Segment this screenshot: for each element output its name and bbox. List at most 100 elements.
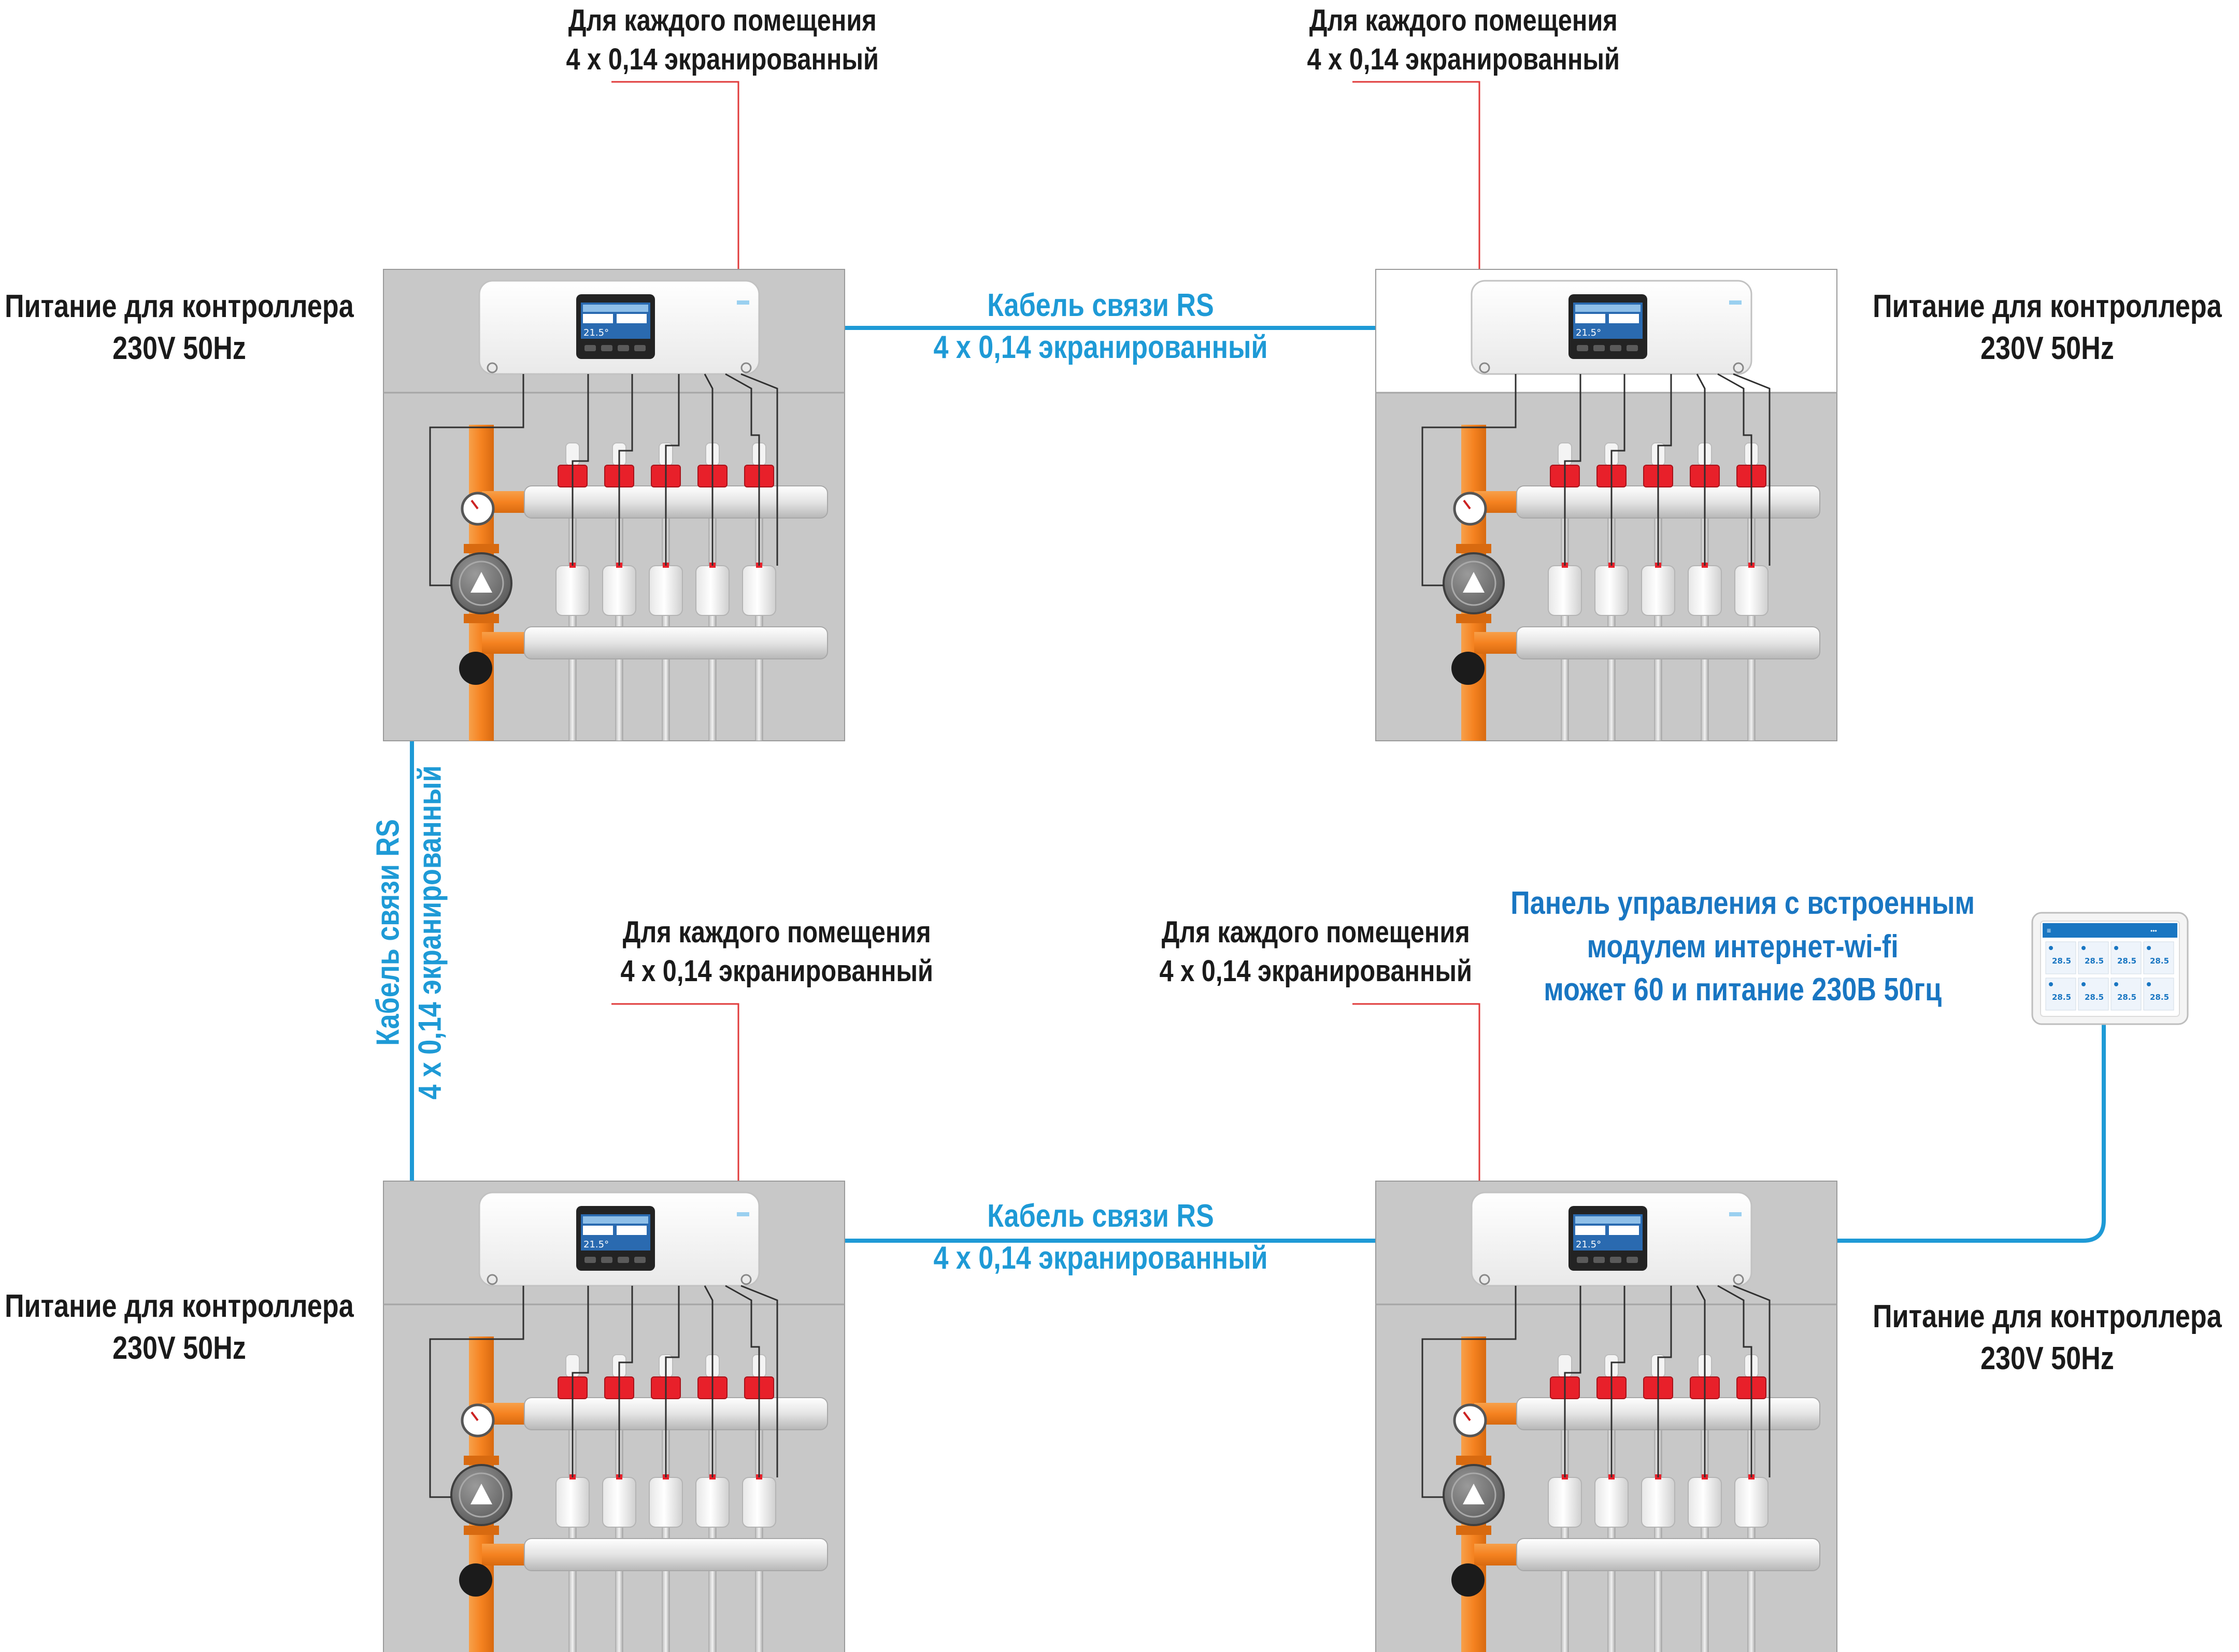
controller-key — [1593, 1257, 1605, 1263]
controller-key — [1577, 345, 1588, 351]
room-label-line1: Для каждого помещения — [568, 4, 877, 37]
return-manifold-bar — [524, 1538, 828, 1571]
ball-valve — [1451, 652, 1485, 685]
rs-cable-label-top: Кабель связи RS 4 x 0,14 экранированный — [933, 285, 1267, 368]
actuator-wire — [1421, 374, 1517, 586]
tablet-tile-value: 28.5 — [2117, 993, 2136, 1002]
actuator-wire — [1564, 1286, 1581, 1477]
rs-cable-panel — [1749, 1021, 2106, 1243]
pipe-union — [1456, 1526, 1491, 1535]
tablet-tile-value: 28.5 — [2085, 993, 2104, 1002]
actuator-wire — [704, 374, 714, 566]
screen-field — [1609, 1226, 1639, 1235]
controller-key — [601, 345, 612, 351]
actuator-wire — [665, 374, 680, 566]
pipe-union — [1456, 1456, 1491, 1465]
power-label-bottom-right: Питание для контроллера 230V 50Hz — [1873, 1296, 2222, 1380]
pump-ring — [1451, 561, 1496, 606]
actuator-wire — [1421, 1286, 1517, 1498]
controller-temperature: 21.5° — [583, 327, 609, 338]
controller-key — [618, 1257, 629, 1263]
pipe-union — [464, 614, 499, 623]
return-manifold-bar — [524, 626, 828, 659]
actuator-wire — [1657, 1286, 1672, 1477]
actuator-wire — [1564, 374, 1581, 566]
pump-arrow — [1463, 572, 1485, 593]
screen-field — [1609, 314, 1639, 323]
power-label-line2: 230V 50Hz — [1980, 330, 2114, 366]
actuator-wire — [704, 1285, 714, 1477]
controller-key — [1593, 345, 1605, 351]
pipe-union — [1456, 614, 1491, 623]
rs-cable-label-line1: Кабель связи RS — [987, 288, 1214, 323]
mounting-screw — [740, 362, 752, 374]
svg-text:≡: ≡ — [2047, 926, 2051, 935]
tablet-tile-value: 28.5 — [2150, 993, 2169, 1002]
controller-led — [1729, 300, 1742, 305]
screen-field — [617, 314, 647, 323]
room-label-bottom-right: Для каждого помещения 4 x 0,14 экраниров… — [1159, 913, 1472, 991]
pump-arrow — [470, 572, 492, 593]
rs-cable-label-vertical: Кабель связи RS 4 x 0,14 экранированный — [367, 715, 451, 1150]
orange-pipe-lower — [482, 632, 529, 654]
svg-text:•••: ••• — [2150, 927, 2157, 935]
power-label-line1: Питание для контроллера — [5, 289, 354, 324]
gauge-needle — [470, 499, 479, 510]
controller-key — [1627, 1257, 1638, 1263]
screen-row — [583, 1216, 648, 1224]
controller-temperature: 21.5° — [1576, 327, 1601, 338]
tablet-tile-value: 28.5 — [2052, 956, 2071, 966]
return-manifold-bar — [1516, 1538, 1820, 1571]
actuator-wire — [1733, 1285, 1771, 1477]
controller-key — [584, 1257, 596, 1263]
tablet-tile-icon — [2049, 946, 2053, 950]
screen-field — [583, 1226, 613, 1235]
screen-field — [1575, 314, 1605, 323]
actuator-wire — [429, 1286, 524, 1498]
actuator-wire — [740, 373, 778, 566]
orange-pipe-lower — [1474, 632, 1521, 654]
actuator-wire — [725, 373, 760, 566]
room-label-top-right: Для каждого помещения 4 x 0,14 экраниров… — [1307, 1, 1619, 79]
screen-field — [1575, 1226, 1605, 1235]
controller-led — [737, 300, 749, 305]
unit-top-left: 21.5° — [383, 269, 845, 741]
room-label-line1: Для каждого помещения — [1161, 915, 1470, 949]
ball-valve — [459, 1563, 492, 1597]
pump-arrow — [1463, 1484, 1485, 1504]
room-label-bottom-left: Для каждого помещения 4 x 0,14 экраниров… — [620, 913, 933, 991]
unit-bottom-right: 21.5° — [1375, 1181, 1837, 1652]
actuator-wire — [725, 1285, 760, 1477]
mounting-screw — [487, 362, 498, 374]
screen-row — [583, 305, 648, 312]
pump-arrow — [470, 1484, 492, 1504]
mounting-screw — [740, 1274, 752, 1285]
room-label-line2: 4 x 0,14 экранированный — [620, 954, 933, 988]
power-label-line2: 230V 50Hz — [112, 1330, 246, 1366]
power-label-line2: 230V 50Hz — [112, 330, 246, 366]
control-panel-label-line1: Панель управления с встроенным — [1510, 885, 1975, 921]
controller-key — [584, 345, 596, 351]
mounting-screw — [1479, 362, 1490, 374]
controller-key — [634, 1257, 646, 1263]
control-panel-label-line3: может 60 и питание 230В 50гц — [1544, 972, 1942, 1008]
mounting-screw — [1733, 362, 1744, 374]
room-label-line1: Для каждого помещения — [622, 915, 931, 949]
actuator-wire — [572, 1286, 589, 1477]
unit-bottom-left: 21.5° — [383, 1181, 845, 1652]
controller-led — [737, 1212, 749, 1216]
actuator-wire — [429, 374, 524, 586]
rs-cable-label-bottom: Кабель связи RS 4 x 0,14 экранированный — [933, 1196, 1267, 1279]
pipe-union — [1456, 544, 1491, 553]
sensor-wire-2 — [1352, 81, 1480, 269]
actuator-wire — [618, 374, 633, 566]
room-label-line2: 4 x 0,14 экранированный — [566, 42, 879, 77]
actuator-wire — [740, 1285, 778, 1477]
ball-valve — [459, 652, 492, 685]
return-manifold-bar — [1516, 626, 1820, 659]
room-label-line2: 4 x 0,14 экранированный — [1159, 954, 1472, 988]
tablet-tile-value: 28.5 — [2085, 956, 2104, 966]
tablet-tile-icon — [2049, 982, 2053, 986]
